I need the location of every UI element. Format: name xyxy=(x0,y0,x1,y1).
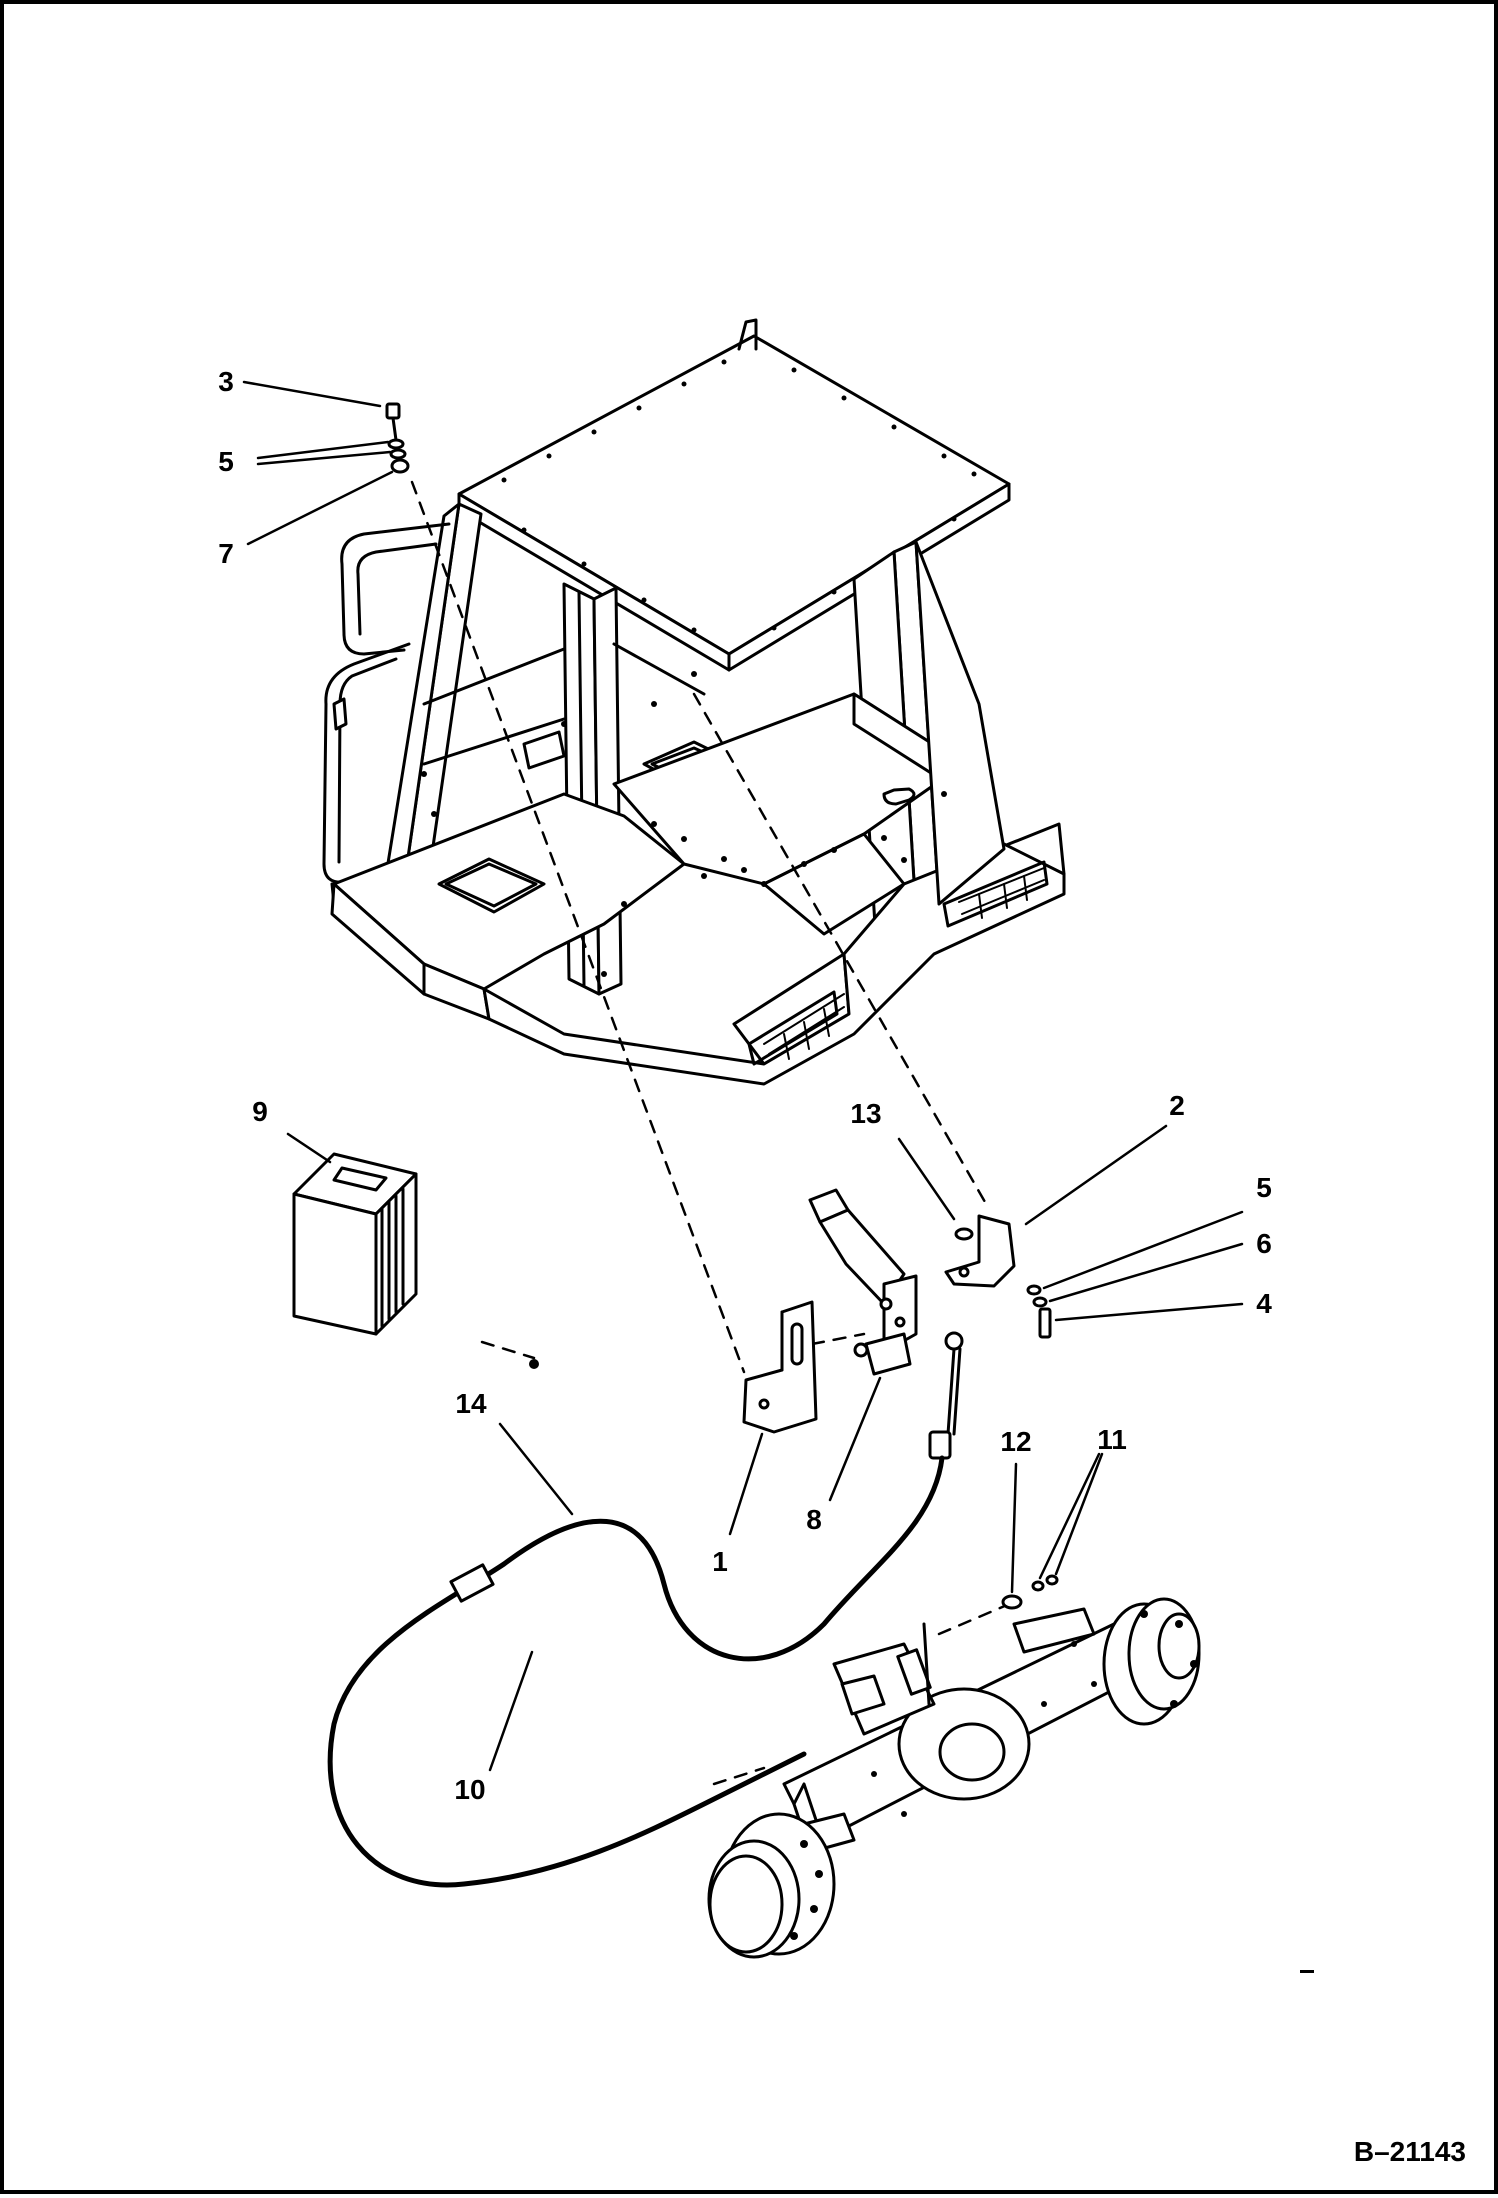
callout-4: 4 xyxy=(1256,1288,1272,1319)
callout-12: 12 xyxy=(1000,1426,1032,1457)
callout-8: 8 xyxy=(806,1504,822,1535)
drawing-number: B–21143 xyxy=(1353,2136,1466,2167)
support-bracket xyxy=(944,1214,1052,1339)
axle-assembly xyxy=(707,1597,1201,1959)
callout-2: 2 xyxy=(1169,1090,1185,1121)
revision-dash xyxy=(1300,1970,1314,1973)
assembly-guide-lines xyxy=(410,480,1016,1786)
manual-box xyxy=(292,1152,418,1336)
mounting-bracket xyxy=(742,1300,818,1434)
cab-frame xyxy=(322,318,1066,1086)
callout-11: 11 xyxy=(1097,1424,1127,1455)
bolt-washer-stack-top xyxy=(385,402,410,474)
parts-diagram xyxy=(242,318,1244,1959)
callout-1: 1 xyxy=(712,1546,728,1577)
leader-lines xyxy=(242,380,1244,1772)
cable-rod-end xyxy=(928,1331,964,1460)
callout-10: 10 xyxy=(454,1774,486,1805)
callout-14: 14 xyxy=(455,1388,487,1419)
callout-5-right: 5 xyxy=(1256,1172,1272,1203)
callout-3: 3 xyxy=(218,366,234,397)
control-cable xyxy=(327,1455,945,1888)
callout-9: 9 xyxy=(252,1096,268,1127)
axle-washers xyxy=(1001,1574,1059,1610)
callout-13: 13 xyxy=(850,1098,882,1129)
callout-7: 7 xyxy=(218,538,234,569)
callout-6: 6 xyxy=(1256,1228,1272,1259)
control-lever-assembly xyxy=(808,1188,918,1376)
callout-5-top: 5 xyxy=(218,446,234,477)
